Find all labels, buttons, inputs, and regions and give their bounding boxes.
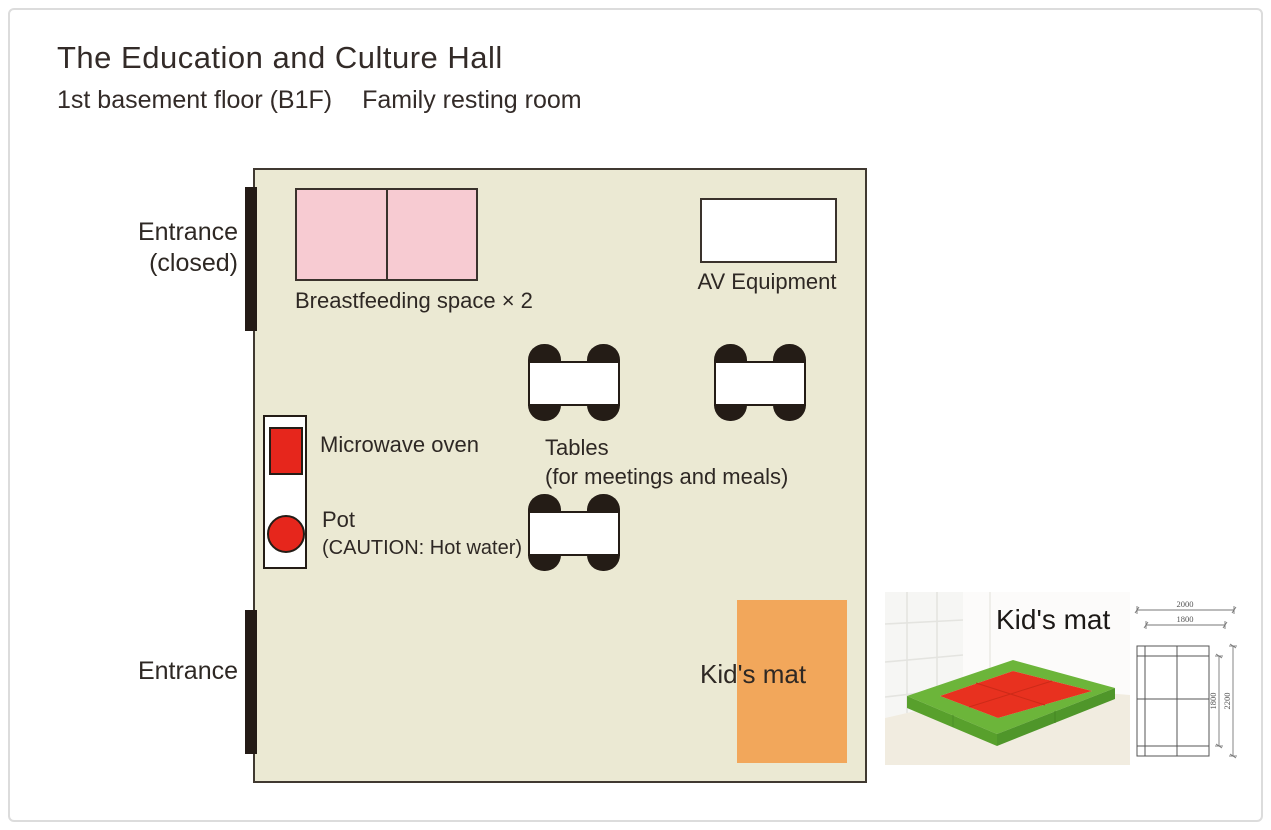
entrance-door (245, 610, 257, 754)
kids-mat-area (737, 600, 847, 763)
mat-frame-side (997, 688, 1115, 746)
dim-inner-width: 1800 (1177, 614, 1194, 624)
entrance-closed-label: Entrance (closed) (137, 218, 238, 277)
mat-green-frame (907, 660, 1115, 734)
photo-caption: Kid's mat (996, 604, 1111, 635)
pot-icon (267, 515, 305, 553)
page-subtitle: 1st basement floor (B1F) Family resting r… (57, 86, 582, 115)
breastfeeding-booth-2 (385, 188, 478, 281)
breastfeeding-booth-1 (295, 188, 388, 281)
breastfeeding-label: Breastfeeding space × 2 (295, 288, 533, 313)
page-title: The Education and Culture Hall (57, 40, 503, 75)
microwave-icon (269, 427, 303, 475)
appliance-counter (263, 415, 307, 569)
pot-caution-label: (CAUTION: Hot water) (322, 537, 523, 559)
table-top (528, 361, 620, 406)
subtitle-floor: 1st basement floor (B1F) (57, 86, 333, 114)
table-top (714, 361, 806, 406)
dim-inner-height: 1800 (1208, 693, 1218, 710)
mat-frame-side (907, 696, 997, 746)
table-top (528, 511, 620, 556)
table-3 (528, 494, 620, 571)
kids-mat-label: Kid's mat (700, 659, 807, 689)
table-2 (714, 344, 806, 421)
entrance-closed-door (245, 187, 257, 331)
dim-outer-height: 2200 (1222, 693, 1232, 710)
av-equipment-label: AV Equipment (697, 269, 837, 294)
mat-dimension-drawing: 2000 1800 1800 2200 (1134, 599, 1237, 759)
entrance-label: Entrance (137, 657, 238, 685)
pot-label: Pot (322, 507, 356, 532)
table-1 (528, 344, 620, 421)
dim-outer-width: 2000 (1177, 599, 1194, 609)
subtitle-room: Family resting room (362, 86, 582, 114)
breastfeeding-space (295, 188, 478, 281)
kids-mat-photo (885, 592, 1130, 765)
microwave-label: Microwave oven (320, 432, 479, 457)
mat-red-surface (940, 671, 1092, 718)
tables-label: Tables (for meetings and meals) (545, 435, 789, 489)
av-equipment-box (700, 198, 837, 263)
